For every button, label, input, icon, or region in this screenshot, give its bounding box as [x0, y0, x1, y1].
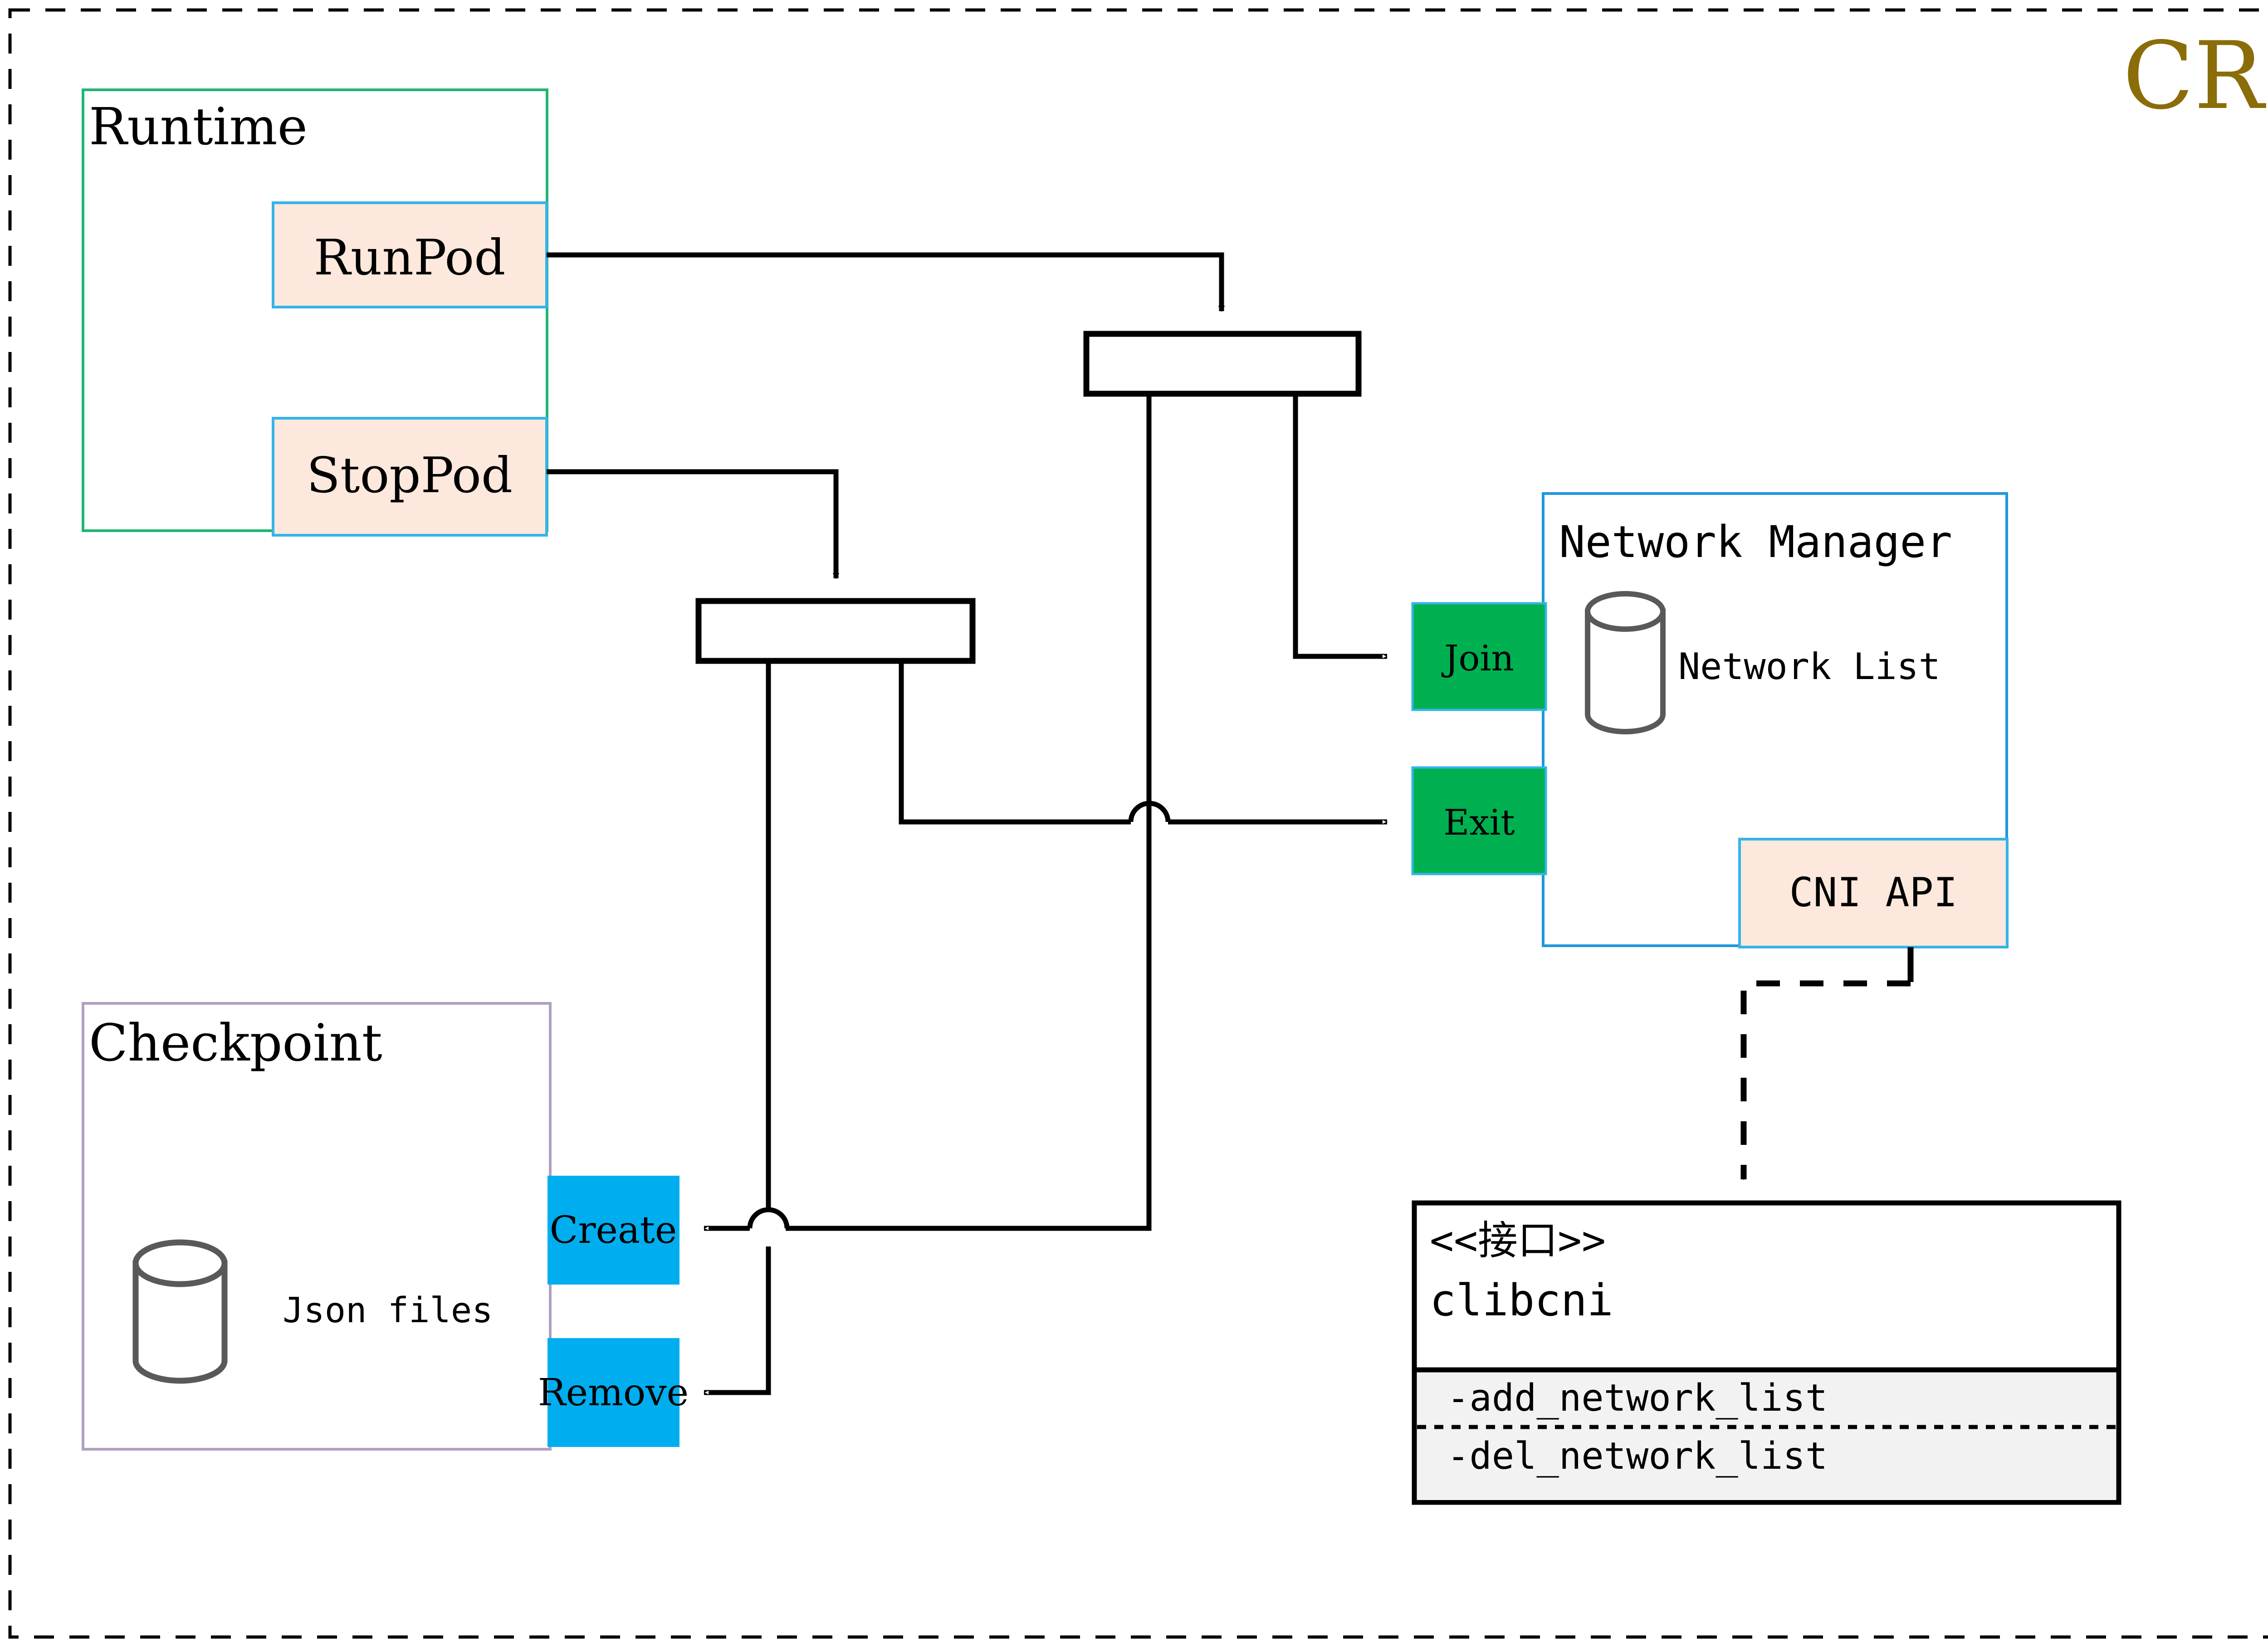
edge-runpod-to-fork — [547, 252, 1222, 311]
clibcni-method-add: -add_network_list — [1447, 1377, 1828, 1420]
fork-bar-top — [1083, 331, 1362, 397]
runpod-label: RunPod — [314, 230, 506, 286]
clibcni-method-del: -del_network_list — [1447, 1435, 1828, 1478]
edge-stoppod-to-fork — [547, 469, 836, 578]
stoppod-label: StopPod — [307, 447, 513, 504]
exit-label: Exit — [1443, 802, 1515, 843]
edge-fork-to-create-lower — [786, 822, 1152, 1231]
group-network-manager-label: Network Manager — [1559, 517, 1952, 567]
edge-left-fork-to-exit — [899, 661, 1131, 825]
stoppod-box[interactable] — [272, 417, 548, 537]
clibcni-name: clibcni — [1430, 1275, 1613, 1326]
cni-api-box[interactable] — [1738, 838, 2009, 948]
join-label: Join — [1441, 638, 1514, 679]
network-list-cylinder-icon — [1585, 591, 1666, 734]
hop-create-arc — [747, 1207, 790, 1229]
cni-api-label: CNI API — [1789, 869, 1958, 916]
edge-left-fork-down-lower — [704, 1246, 771, 1393]
join-box[interactable] — [1411, 602, 1547, 711]
clibcni-stereotype: <<接口>> — [1430, 1217, 1606, 1264]
json-files-cylinder-icon — [132, 1239, 228, 1384]
hop-exit-arc — [1128, 801, 1171, 822]
outer-frame — [8, 8, 2268, 1639]
create-label: Create — [550, 1209, 677, 1252]
remove-box[interactable] — [547, 1338, 679, 1447]
remove-label: Remove — [538, 1371, 689, 1414]
edge-realization-dashed — [1744, 980, 1911, 1179]
runpod-box[interactable] — [272, 201, 548, 308]
clibcni-methods-section — [1417, 1370, 2116, 1500]
page-title: CRI — [2123, 22, 2268, 130]
network-list-label: Network List — [1678, 645, 1941, 688]
json-files-label: Json files — [283, 1290, 493, 1331]
group-checkpoint-label: Checkpoint — [89, 1014, 382, 1073]
edge-fork-to-join — [1293, 394, 1387, 656]
fork-bar-left — [695, 598, 976, 664]
exit-box[interactable] — [1411, 766, 1547, 875]
create-box[interactable] — [547, 1176, 679, 1285]
group-runtime-label: Runtime — [89, 98, 308, 156]
